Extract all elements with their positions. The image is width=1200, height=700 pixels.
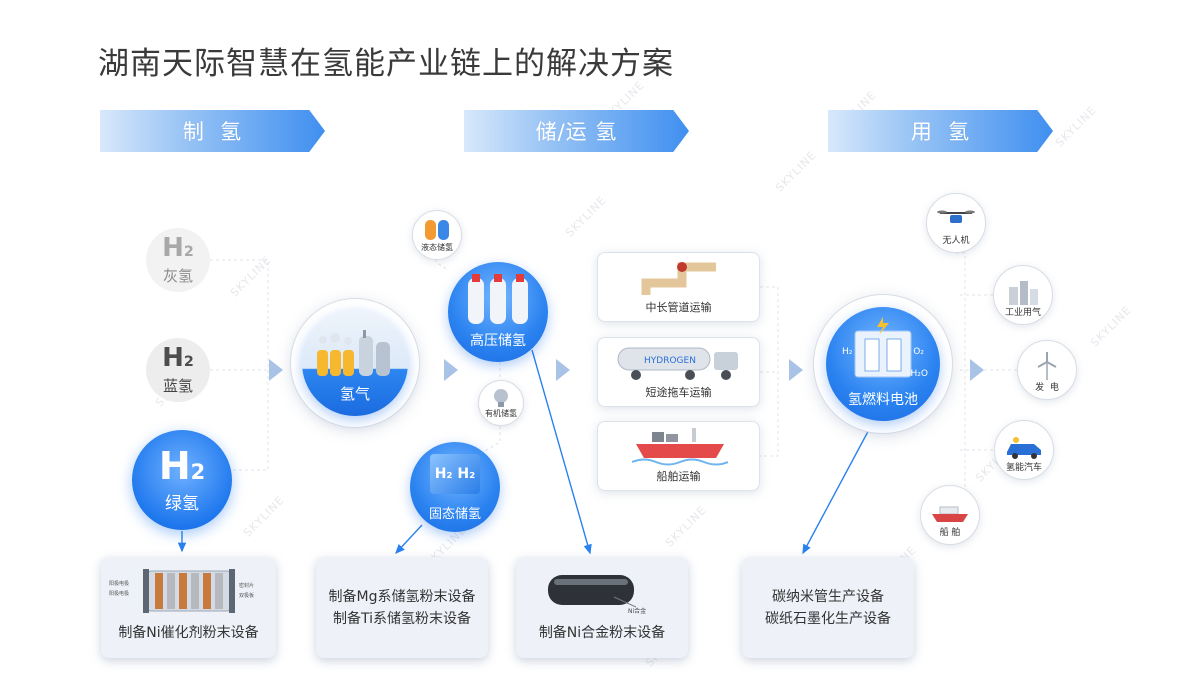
ti-storage-label: 制备Ti系储氢粉末设备	[332, 610, 471, 627]
stage-label: 储/运 氢	[535, 120, 618, 144]
fc-h2-label: H₂	[842, 347, 853, 357]
solid-symbol: H₂ H₂	[434, 466, 476, 482]
gray-hydrogen-node: H2 灰氢	[146, 228, 210, 292]
ni-alloy-label: 制备Ni合金粉末设备	[538, 625, 666, 641]
wind-turbine-icon	[1037, 352, 1057, 380]
ship-transport-label: 船舶运输	[656, 470, 701, 483]
subscript: 2	[190, 459, 206, 484]
pipeline-icon	[641, 262, 716, 295]
hydrogen-truck-icon: HYDROGEN	[617, 347, 738, 380]
flow-chevron-icon	[269, 359, 283, 381]
h2-symbol: H2	[159, 447, 205, 485]
equipment-card-ni-alloy: Ni合金 制备Ni合金粉末设备	[516, 557, 688, 658]
organic-tank-icon	[494, 389, 508, 407]
bipolar-plate-label: 双极板	[239, 592, 254, 599]
stage-label: 用 氢	[910, 120, 971, 144]
blue-hydrogen-node: H2 蓝氢	[146, 338, 210, 402]
hydrogen-gas-label: 氢气	[339, 385, 370, 403]
alloy-tank-icon: Ni合金	[548, 575, 646, 615]
organic-storage-node: 有机储氢	[478, 380, 524, 426]
organic-storage-label: 有机储氢	[485, 409, 517, 418]
mg-storage-label: 制备Mg系储氢粉末设备	[328, 588, 476, 605]
car-use-node: 氢能汽车	[994, 420, 1054, 480]
subscript: 2	[183, 353, 194, 370]
fuel-cell-node: H₂ O₂ H₂O 氢燃料电池	[826, 307, 940, 421]
high-pressure-storage-label: 高压储氢	[470, 333, 526, 349]
power-use-node: 发 电	[1017, 340, 1077, 400]
watermark: SKYLINE	[663, 503, 710, 550]
ni-catalyst-label: 制备Ni催化剂粉末设备	[118, 625, 259, 641]
drone-label: 无人机	[942, 236, 970, 246]
h-letter: H	[158, 443, 191, 488]
fc-h2o-label: H₂O	[910, 369, 928, 379]
seal-label: 密封片	[239, 582, 254, 589]
high-pressure-storage-node: 高压储氢	[448, 262, 548, 362]
solid-h2-cube-icon: H₂ H₂	[430, 454, 480, 494]
ship-transport-card: 船舶运输	[597, 421, 760, 491]
subscript: 2	[183, 243, 194, 260]
fuel-cell-icon	[854, 317, 912, 378]
blue-arrows	[177, 349, 873, 555]
blue-hydrogen-label: 蓝氢	[162, 376, 193, 395]
page-title: 湖南天际智慧在氢能产业链上的解决方案	[98, 46, 674, 82]
stage-banner-produce: 制 氢	[100, 110, 325, 152]
industry-use-node: 工业用气	[993, 265, 1053, 325]
solid-storage-node: H₂ H₂ 固态储氢	[410, 442, 500, 532]
truck-transport-card: HYDROGEN 短途拖车运输	[597, 337, 760, 407]
watermark: SKYLINE	[241, 493, 288, 540]
power-label: 发 电	[1035, 383, 1059, 393]
h2-symbol: H2	[162, 345, 194, 371]
pipeline-transport-label: 中长管道运输	[645, 301, 712, 314]
stage-banner-store: 储/运 氢	[464, 110, 689, 152]
truck-transport-label: 短途拖车运输	[645, 386, 712, 399]
ferry-icon	[932, 506, 968, 522]
electrolyzer-icon: 阳极电极 阳极电极 密封片 双极板	[109, 569, 254, 613]
solid-storage-label: 固态储氢	[428, 507, 481, 522]
gas-cylinders-icon	[468, 274, 528, 324]
green-hydrogen-node: H2 绿氢	[132, 430, 232, 530]
stage-label: 制 氢	[182, 120, 243, 144]
ship-use-label: 船 舶	[939, 528, 961, 538]
graphitization-label: 碳纸石墨化生产设备	[765, 610, 891, 627]
car-label: 氢能汽车	[1005, 463, 1042, 473]
hydrogen-gas-node: 氢气	[302, 310, 408, 416]
watermark: SKYLINE	[1088, 303, 1135, 350]
equipment-card-carbon: 碳纳米管生产设备 碳纸石墨化生产设备	[742, 557, 914, 658]
equipment-card-storage-powder: 制备Mg系储氢粉末设备 制备Ti系储氢粉末设备	[316, 557, 488, 658]
flow-chevron-icon	[556, 359, 570, 381]
liquid-storage-label: 液态储氢	[421, 243, 453, 252]
industry-label: 工业用气	[1004, 308, 1041, 318]
flow-chevron-icon	[970, 359, 984, 381]
electrode-label: 阳极电极	[109, 580, 129, 587]
truck-text: HYDROGEN	[644, 356, 696, 366]
fc-o2-label: O₂	[913, 347, 924, 357]
watermark: SKYLINE	[563, 193, 610, 240]
pipeline-transport-card: 中长管道运输	[597, 252, 760, 322]
electrode-label: 阳极电极	[109, 590, 129, 597]
h-letter: H	[162, 342, 184, 373]
gas-plant-icon	[317, 330, 390, 376]
hydrogen-car-icon	[1007, 437, 1041, 459]
h2-symbol: H2	[162, 235, 194, 261]
flow-chevron-icon	[444, 359, 458, 381]
green-hydrogen-label: 绿氢	[165, 493, 199, 514]
equipment-card-ni-catalyst: 阳极电极 阳极电极 密封片 双极板 制备Ni催化剂粉末设备	[101, 557, 276, 658]
cnt-label: 碳纳米管生产设备	[772, 588, 884, 605]
h-letter: H	[162, 232, 184, 263]
cargo-ship-icon	[632, 428, 728, 466]
watermark: SKYLINE	[228, 253, 275, 300]
drone-use-node: 无人机	[926, 193, 986, 253]
drone-icon	[937, 210, 975, 223]
ship-use-node: 船 舶	[920, 485, 980, 545]
watermark: SKYLINE	[1053, 103, 1100, 150]
ni-alloy-tag: Ni合金	[628, 607, 646, 615]
stage-banner-use: 用 氢	[828, 110, 1053, 152]
watermark: SKYLINE	[773, 148, 820, 195]
factory-icon	[1009, 281, 1038, 305]
flow-chevron-icon	[789, 359, 803, 381]
liquid-tank-icon	[425, 220, 449, 240]
liquid-storage-node: 液态储氢	[412, 210, 462, 260]
fuel-cell-label: 氢燃料电池	[848, 392, 918, 408]
gray-hydrogen-label: 灰氢	[162, 266, 193, 285]
